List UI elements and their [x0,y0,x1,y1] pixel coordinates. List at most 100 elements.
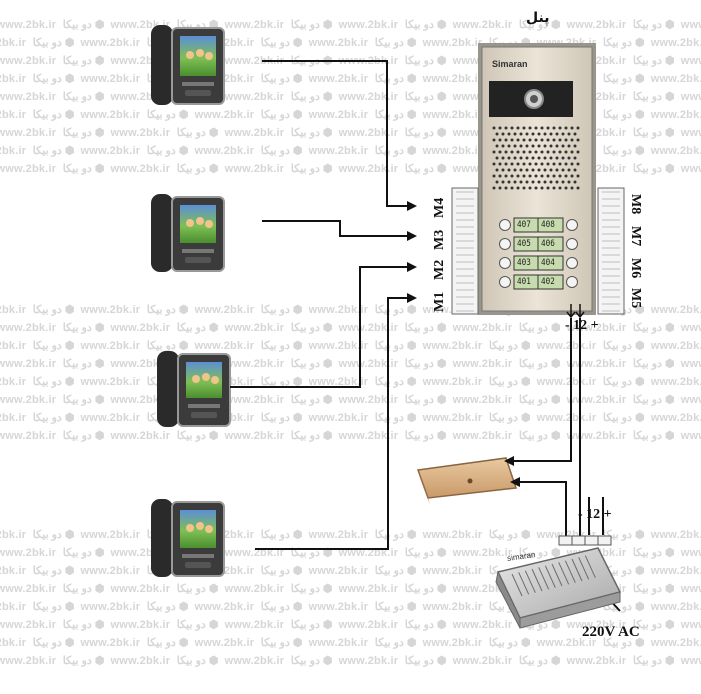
monitor-wires [230,60,417,550]
button-label: 407 [517,220,531,230]
grille-hole [546,150,550,154]
grille-hole [504,126,508,130]
power-supply [495,535,622,629]
grille-hole [510,138,514,142]
grille-hole [564,186,568,190]
grille-hole [516,162,520,166]
grille-hole [522,126,526,130]
grille-hole [501,144,505,148]
grille-hole [552,138,556,142]
grille-hole [492,126,496,130]
grille-hole [561,168,565,172]
grille-hole [543,132,547,136]
call-button-right [566,257,578,269]
monitor-2 [151,194,225,272]
grille-hole [552,174,556,178]
grille-hole [573,168,577,172]
grille-hole [537,156,541,160]
button-label: 408 [541,220,555,230]
watermark-row: www.2bk.ir دو بیکا ⬢ www.2bk.ir دو بیکا … [0,655,701,667]
grille-hole [570,126,574,130]
vent-fin [544,565,556,588]
watermark-row: www.2bk.ir دو بیکا ⬢ www.2bk.ir دو بیکا … [0,637,701,649]
grille-hole [492,138,496,142]
grille-hole [510,126,514,130]
vent-fin [524,570,536,593]
grille-hole [498,150,502,154]
grille-hole [531,132,535,136]
grille-hole [576,174,580,178]
grille-hole [507,144,511,148]
grille-hole [522,174,526,178]
grille-hole [525,180,529,184]
grille-hole [501,156,505,160]
ac-input-label: 220V AC [582,624,640,640]
grille-hole [519,132,523,136]
grille-hole [525,144,529,148]
grille-hole [570,150,574,154]
grille-hole [549,144,553,148]
grille-hole [567,168,571,172]
grille-hole [543,168,547,172]
vent-fin [518,572,530,595]
grille-hole [516,186,520,190]
watermark-row: www.2bk.ir دو بیکا ⬢ www.2bk.ir دو بیکا … [0,340,701,352]
grille-hole [555,180,559,184]
call-button-right [566,276,578,288]
grille-hole [576,138,580,142]
grille-hole [558,162,562,166]
grille-hole [492,150,496,154]
vent-fin [564,560,576,583]
grille-hole [504,174,508,178]
grille-hole [501,168,505,172]
grille-hole [534,138,538,142]
grille-hole [495,168,499,172]
button-label: 403 [517,258,531,268]
grille-hole [573,180,577,184]
grille-hole [492,174,496,178]
grille-hole [495,180,499,184]
grille-hole [507,132,511,136]
grille-hole [534,186,538,190]
grille-hole [507,168,511,172]
label-m4: M4 [432,197,447,218]
grille-hole [555,168,559,172]
grille-hole [570,162,574,166]
vent-fin [551,563,563,587]
vent-fin [584,555,596,578]
grille-hole [540,186,544,190]
grille-hole [504,162,508,166]
grille-hole [534,126,538,130]
call-button-left [499,219,511,231]
call-button-left [499,276,511,288]
grille-hole [522,150,526,154]
grille-hole [519,156,523,160]
call-button-right [566,219,578,231]
grille-hole [501,132,505,136]
grille-hole [498,162,502,166]
button-label: 401 [517,277,531,287]
label-m7: M7 [628,226,643,247]
wire-monitor-4 [255,293,417,550]
grille-hole [561,144,565,148]
button-label: 402 [541,277,555,287]
grille-hole [558,186,562,190]
wire-monitor-3 [230,262,417,388]
grille-hole [540,162,544,166]
watermark-row: www.2bk.ir دو بیکا ⬢ www.2bk.ir دو بیکا … [0,529,701,541]
grille-hole [519,168,523,172]
grille-hole [534,150,538,154]
grille-hole [516,126,520,130]
grille-hole [549,180,553,184]
monitor-4 [151,499,225,577]
grille-hole [558,126,562,130]
grille-hole [513,156,517,160]
grille-hole [546,126,550,130]
grille-hole [495,132,499,136]
grille-hole [549,156,553,160]
grille-hole [495,144,499,148]
grille-hole [576,126,580,130]
grille-hole [555,156,559,160]
grille-hole [543,180,547,184]
button-label: 406 [541,239,555,249]
